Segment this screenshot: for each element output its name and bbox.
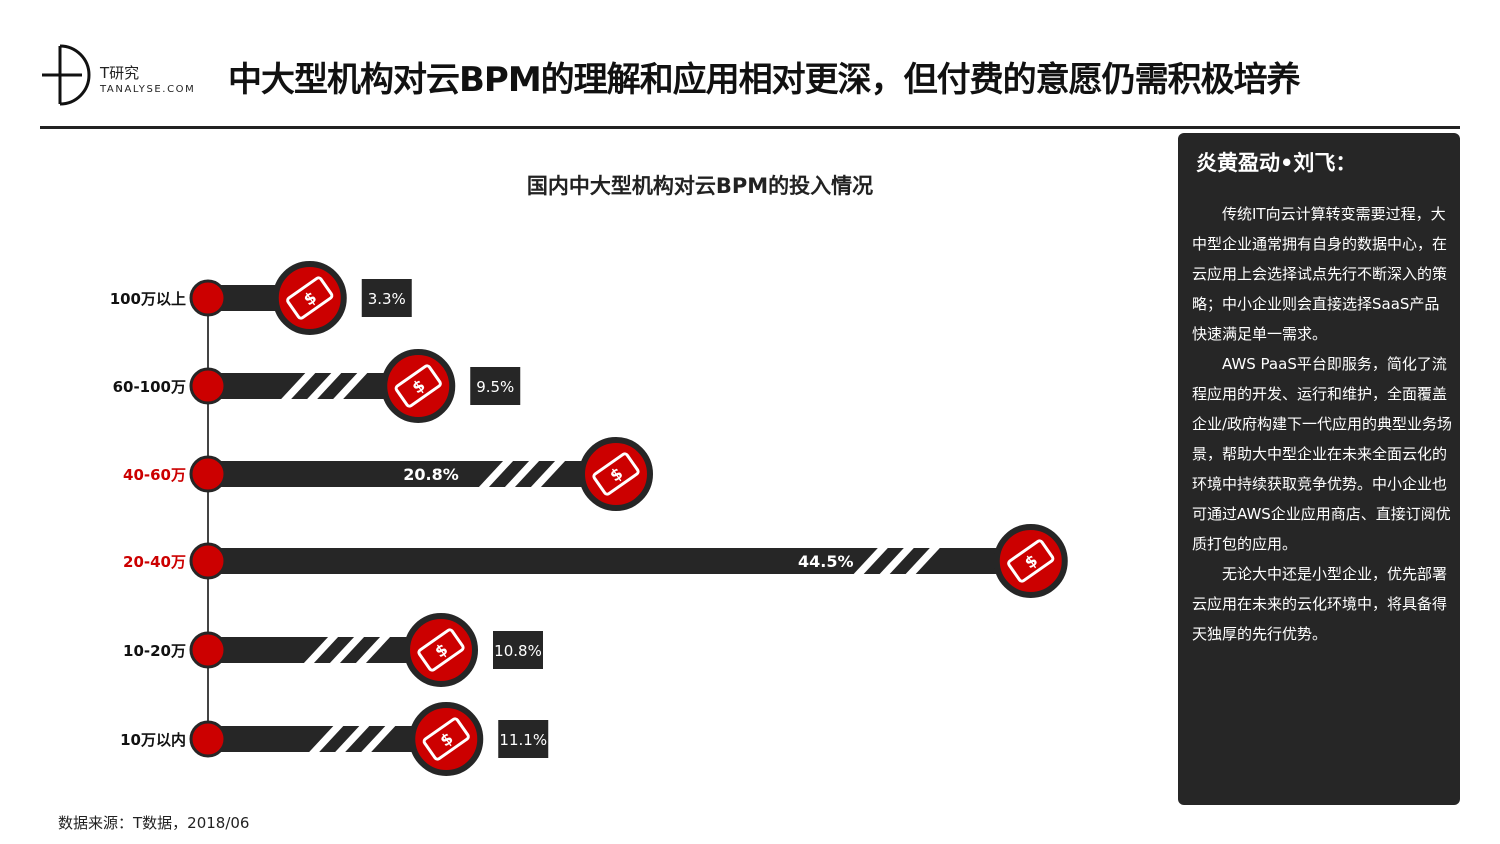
category-label: 10万以内: [120, 731, 186, 749]
money-icon-circle: [579, 437, 653, 511]
bar-stripe: [478, 460, 514, 488]
bar-chart: 100万以上$3.3%60-100万$9.5%40-60万$20.8%20-40…: [110, 261, 1068, 776]
bar-stripe: [852, 547, 889, 575]
logo-text: T研究: [100, 64, 140, 82]
category-label: 40-60万: [123, 466, 186, 484]
category-label: 10-20万: [123, 642, 186, 660]
chart-title: 国内中大型机构对云BPM的投入情况: [526, 174, 874, 198]
bar-stripe: [355, 636, 391, 664]
row-marker: [189, 720, 227, 758]
page-title: 中大型机构对云BPM的理解和应用相对更深，但付费的意愿仍需积极培养: [228, 60, 1301, 100]
data-label: 44.5%: [798, 552, 854, 571]
money-icon-circle: [993, 524, 1068, 598]
data-label: 20.8%: [403, 465, 459, 484]
bar-stripe: [530, 460, 566, 488]
panel-paragraph: 无论大中还是小型企业，优先部署云应用在未来的云化环境中，将具备得天独厚的先行优势…: [1192, 565, 1448, 643]
divider: [40, 126, 1460, 129]
bar-stripe: [334, 725, 371, 753]
panel-heading: 炎黄盈动•刘飞：: [1196, 151, 1357, 175]
money-icon-circle: [409, 702, 484, 776]
data-label-box: [361, 279, 412, 317]
bar-stripe: [308, 725, 345, 753]
category-label: 100万以上: [110, 290, 186, 308]
bar-stripe: [303, 636, 339, 664]
source-note: 数据来源：T数据，2018/06: [58, 814, 250, 832]
bar-stripe: [904, 547, 941, 575]
data-label: 10.8%: [494, 642, 542, 660]
bar-stripe: [280, 372, 317, 400]
row-marker: [189, 455, 227, 493]
category-label: 60-100万: [113, 378, 186, 396]
bar-stripe: [878, 547, 915, 575]
row-marker: [189, 279, 227, 317]
panel-paragraph: AWS PaaS平台即服务，简化了流程应用的开发、运行和维护，全面覆盖企业/政府…: [1192, 355, 1453, 553]
data-label-box: [493, 631, 543, 669]
data-label-box: [498, 720, 549, 758]
panel-paragraph: 传统IT向云计算转变需要过程，大中型企业通常拥有自身的数据中心，在云应用上会选择…: [1192, 205, 1448, 343]
bar-stripe: [504, 460, 540, 488]
data-label: 3.3%: [368, 290, 406, 308]
money-icon-circle: [404, 613, 478, 687]
money-icon-circle: [272, 261, 347, 335]
bar-stripe: [306, 372, 343, 400]
logo-icon: [42, 44, 91, 106]
bar-stripe: [360, 725, 397, 753]
money-icon-circle: [381, 349, 456, 423]
quote-panel: 炎黄盈动•刘飞： 传统IT向云计算转变需要过程，大中型企业通常拥有自身的数据中心…: [1178, 133, 1460, 805]
bar-stripe: [332, 372, 369, 400]
logo-domain: TANALYSE.COM: [100, 84, 196, 95]
data-label-box: [470, 367, 521, 405]
data-label: 9.5%: [476, 378, 514, 396]
row-marker: [189, 542, 227, 580]
bar-stripe: [329, 636, 365, 664]
category-label: 20-40万: [123, 553, 186, 571]
data-label: 11.1%: [499, 731, 547, 749]
row-marker: [189, 367, 227, 405]
row-marker: [189, 631, 227, 669]
